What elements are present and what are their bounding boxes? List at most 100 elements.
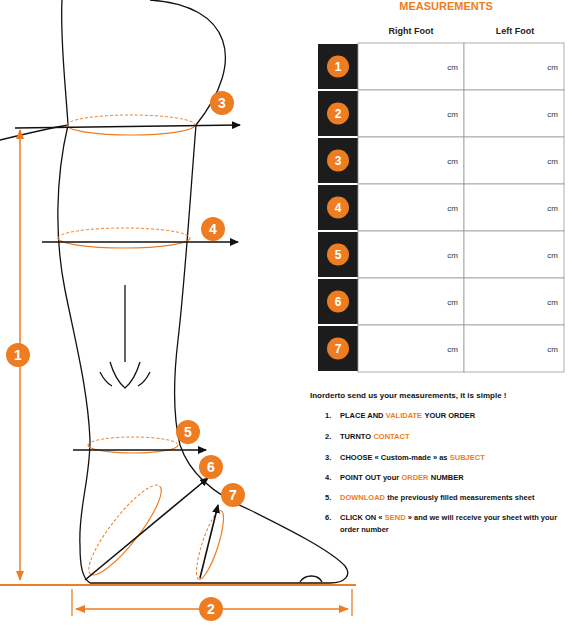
column-header: Left Foot (496, 26, 535, 36)
callout-number: 7 (229, 487, 237, 503)
unit-label: cm (447, 156, 458, 165)
callout-number: 5 (184, 424, 192, 440)
unit-label: cm (547, 344, 558, 353)
step-phrase: POINT OUT your (340, 473, 399, 482)
leg-outline (100, 372, 112, 386)
measure-ring (191, 508, 228, 581)
step-phrase: CLICK ON « (340, 513, 383, 522)
value-cell (358, 137, 464, 184)
row-number-cell (318, 44, 358, 89)
row-number: 1 (335, 60, 342, 74)
row-number-circle (327, 197, 349, 219)
step-phrase: YOUR ORDER (424, 411, 475, 420)
measure-arrow (42, 241, 238, 243)
row-number-cell (318, 91, 358, 136)
ground-line (0, 584, 356, 586)
column-header: Right Foot (389, 26, 434, 36)
step-text: PLACE ANDVALIDATEYOUR ORDER (340, 410, 562, 422)
row-number: 7 (335, 342, 342, 356)
measure-table (318, 43, 564, 372)
row-number: 5 (335, 248, 342, 262)
dimension-tick (71, 589, 72, 616)
step-text: TURNTOCONTACT (340, 431, 562, 443)
row-number-cell (318, 138, 358, 183)
value-cell (358, 43, 464, 90)
callout-number: 4 (209, 221, 217, 237)
unit-label: cm (447, 62, 458, 71)
callout-number: 3 (218, 95, 226, 111)
step-number: 1. (325, 410, 331, 422)
leg-outline (300, 576, 322, 582)
measure-arrow (85, 478, 208, 580)
step-phrase: PLACE AND (340, 411, 383, 420)
row-number: 3 (335, 154, 342, 168)
unit-label: cm (547, 156, 558, 165)
row-number-cell (318, 232, 358, 277)
ring-back (58, 228, 190, 238)
ring-front (91, 486, 171, 583)
row-number-cell (318, 279, 358, 324)
row-number-circle (327, 244, 349, 266)
value-cell (358, 231, 464, 278)
row-number-circle (327, 56, 349, 78)
leg-outline (90, 125, 348, 583)
ring-back (191, 508, 221, 579)
measure-arrow (73, 449, 206, 451)
unit-label: cm (547, 109, 558, 118)
ring-back (67, 115, 195, 125)
highlight-word: ORDER (401, 473, 428, 482)
row-number: 4 (335, 201, 342, 215)
unit-label: cm (547, 62, 558, 71)
step-phrase: CHOOSE « Custom-made » as (340, 453, 448, 462)
measure-arrow (15, 125, 240, 128)
step-number: 6. (325, 512, 331, 524)
step-number: 4. (325, 472, 331, 484)
value-cell (358, 90, 464, 137)
row-number-cell (318, 326, 358, 371)
measure-ring (58, 228, 190, 248)
step-text: CHOOSE « Custom-made » asSUBJECT (340, 452, 562, 464)
callout-number: 6 (207, 459, 215, 475)
ring-back (88, 437, 178, 445)
step-phrase: NUMBER (431, 473, 464, 482)
step-text: CLICK ON «SEND» and we will receive your… (340, 512, 562, 536)
leg-outline (138, 372, 150, 386)
measure-ring (79, 477, 170, 582)
ring-front (88, 445, 178, 453)
value-cell (464, 325, 564, 372)
value-cell (464, 137, 564, 184)
callout-circle (221, 483, 245, 507)
leg-outline (62, 0, 68, 125)
intro-text: Inorderto send us your measurements, it … (310, 391, 507, 400)
step-text: DOWNLOADthe previously filled measuremen… (340, 492, 562, 504)
step-number: 3. (325, 452, 331, 464)
row-number-circle (327, 103, 349, 125)
dimension-tick (351, 589, 352, 616)
row-number-circle (327, 338, 349, 360)
row-number: 2 (335, 107, 342, 121)
leg-drawing (0, 0, 356, 616)
row-number-cell (318, 185, 358, 230)
highlight-word: CONTACT (373, 432, 409, 441)
callout-circle (176, 420, 200, 444)
value-cell (464, 43, 564, 90)
highlight-word: SEND (385, 513, 406, 522)
row-number: 6 (335, 295, 342, 309)
row-number-circle (327, 150, 349, 172)
value-cell (464, 278, 564, 325)
measure-ring (67, 115, 195, 135)
measure-arrow (200, 505, 218, 578)
value-cell (464, 90, 564, 137)
value-cell (358, 184, 464, 231)
callout-circle (199, 597, 223, 621)
unit-label: cm (447, 344, 458, 353)
leg-outline (110, 362, 140, 388)
leg-outline (58, 125, 90, 583)
value-cell (464, 184, 564, 231)
step-number: 5. (325, 492, 331, 504)
callout-number: 2 (207, 601, 215, 617)
callout-circle (6, 343, 30, 367)
unit-label: cm (447, 203, 458, 212)
